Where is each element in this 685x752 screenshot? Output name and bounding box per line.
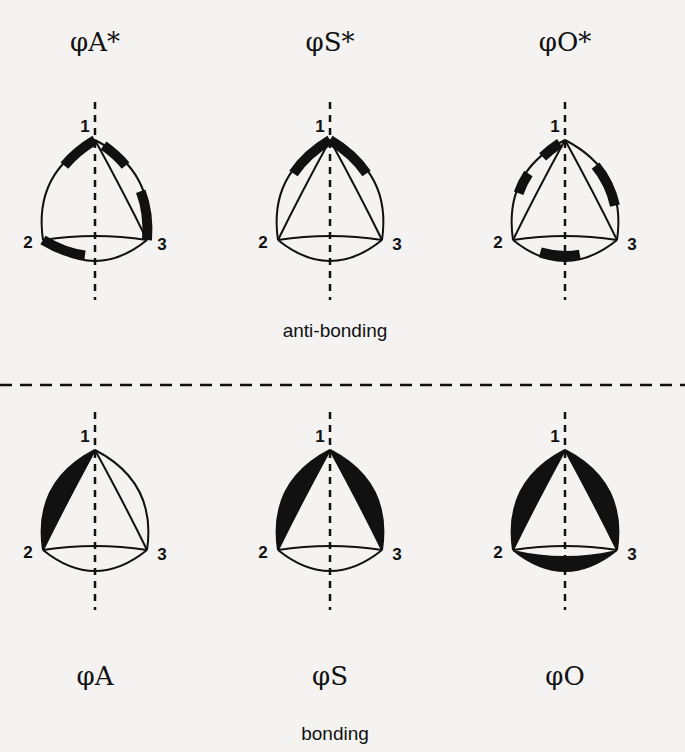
orbital-label: φO* [539,29,592,55]
orbital-outline [513,450,565,550]
shaded-lobe [42,450,95,550]
vertex-number: 2 [23,544,32,561]
vertex-number: 3 [392,546,401,563]
vertex-number: 1 [315,118,324,135]
shaded-band [95,140,147,240]
orbital-outline [565,450,617,550]
orbital-outline [95,450,148,550]
orbital-outline [42,140,95,240]
shaded-lobe [512,450,565,550]
orbital-outline [565,140,618,240]
orbital-outline [565,450,618,550]
section-label: bonding [301,724,369,743]
orbital-outline [330,140,383,240]
shaded-band [43,140,95,240]
orbital-label: φA* [70,29,120,55]
symmetry-axis [329,412,332,610]
shaded-band [565,140,617,240]
vertex-number: 2 [493,234,502,251]
shaded-band [513,140,565,240]
symmetry-axis [329,102,332,300]
symmetry-axis [564,102,567,300]
orbital-outline [95,140,148,240]
orbital-outline [277,450,330,550]
symmetry-axis [94,412,97,610]
vertex-number: 3 [392,236,401,253]
symmetry-axis [94,102,97,300]
vertex-number: 1 [80,428,89,445]
symmetry-axis [564,412,567,610]
divider-line [0,384,685,387]
orbital-outline [330,450,382,550]
orbital-outline [513,140,565,240]
vertex-number: 3 [157,546,166,563]
orbital-outline [512,450,565,550]
orbital-outline [278,140,330,240]
orbital-label: φS [312,663,348,689]
vertex-number: 2 [258,234,267,251]
vertex-number: 2 [258,544,267,561]
orbital-label: φO [545,663,585,689]
vertex-number: 3 [157,236,166,253]
orbital-outline [277,140,330,240]
shaded-lobe [277,450,330,550]
orbital-label: φS* [305,29,354,55]
vertex-number: 1 [550,118,559,135]
vertex-number: 2 [493,544,502,561]
vertex-number: 1 [80,118,89,135]
orbital-outline [95,450,147,550]
orbital-label: φA [77,663,114,689]
vertex-number: 2 [23,234,32,251]
orbital-outline [512,140,565,240]
shaded-band [330,140,382,240]
vertex-number: 1 [550,428,559,445]
shaded-lobe [330,450,383,550]
orbital-outline [565,140,617,240]
vertex-number: 3 [627,236,636,253]
section-label: anti-bonding [283,321,388,340]
vertex-number: 3 [627,546,636,563]
orbital-outline [95,140,147,240]
vertex-number: 1 [315,428,324,445]
orbital-outline [330,450,383,550]
shaded-band [278,140,330,240]
orbital-outline [278,450,330,550]
orbital-outline [43,450,95,550]
orbital-outline [42,450,95,550]
shaded-lobe [565,450,618,550]
orbital-outline [330,140,382,240]
